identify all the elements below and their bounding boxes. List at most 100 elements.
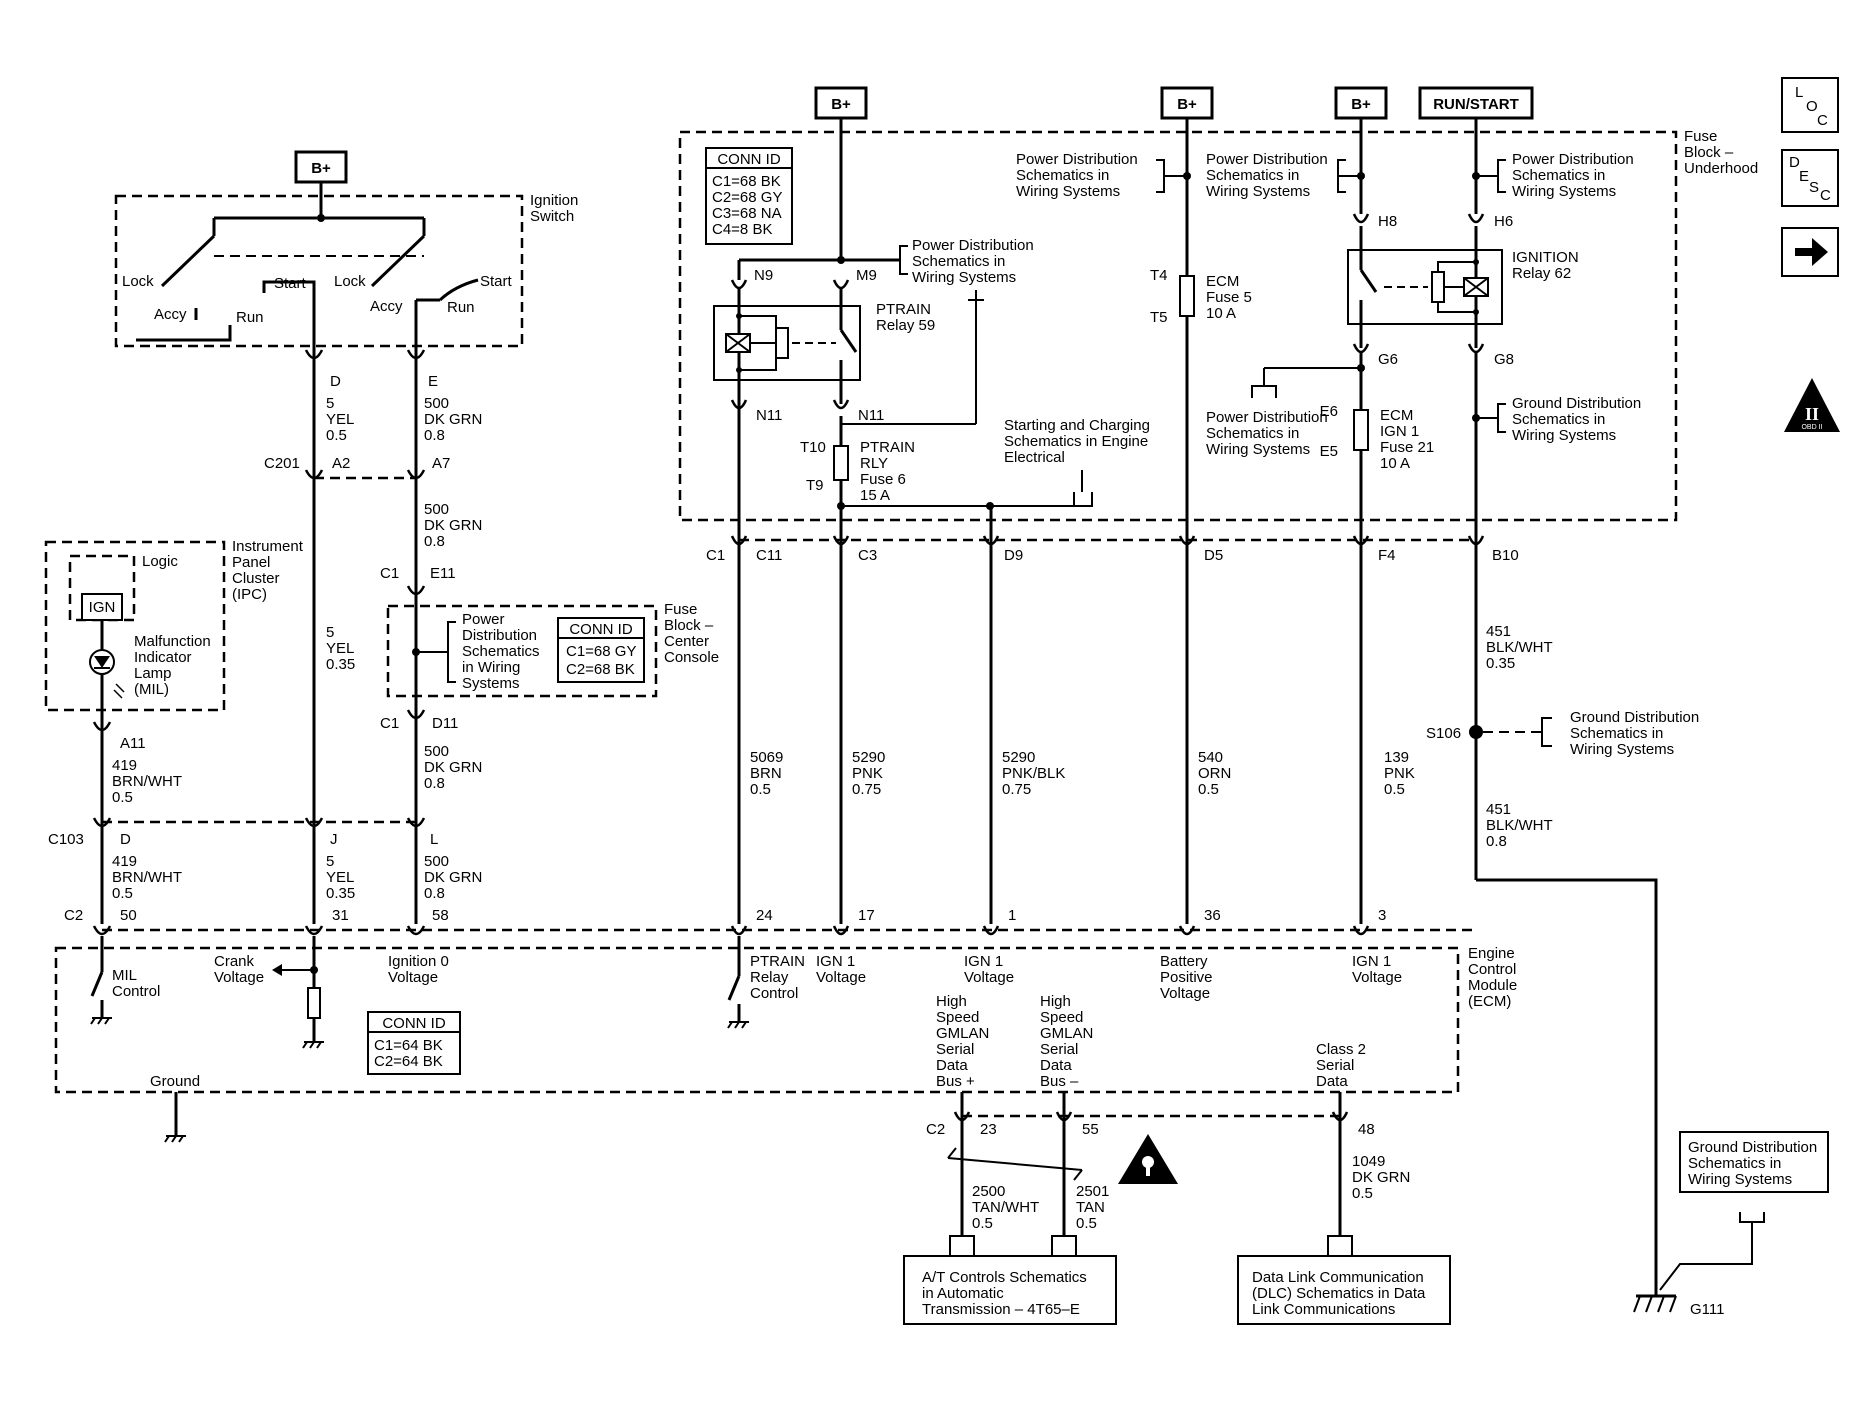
svg-text:Power Distribution: Power Distribution <box>1206 151 1328 168</box>
svg-text:Wiring Systems: Wiring Systems <box>1206 183 1310 200</box>
wire-label-451-a: 451 BLK/WHT 0.35 <box>1486 623 1553 672</box>
loc-o: O <box>1806 98 1818 115</box>
svg-text:C1: C1 <box>706 547 725 564</box>
svg-text:in Automatic: in Automatic <box>922 1285 1004 1302</box>
svg-text:DK GRN: DK GRN <box>424 517 482 534</box>
twisted-pair-marker <box>947 1157 1083 1171</box>
dlc-ref-box[interactable]: Data Link Communication (DLC) Schematics… <box>1237 1255 1451 1325</box>
wire-label-419-b: 419 BRN/WHT 0.5 <box>112 853 182 902</box>
svg-text:H6: H6 <box>1494 213 1513 230</box>
svg-text:Transmission – 4T65–E: Transmission – 4T65–E <box>922 1301 1080 1318</box>
svg-text:Fuse 6: Fuse 6 <box>860 471 906 488</box>
bplus-switch-box: B+ <box>294 150 348 184</box>
svg-text:5: 5 <box>326 395 334 412</box>
warning-icon <box>1118 1134 1178 1184</box>
svg-text:in Wiring: in Wiring <box>462 659 520 676</box>
switch-lock-1: Lock <box>122 273 154 290</box>
conn-d103: D <box>120 831 131 848</box>
wire-label-1049: 1049 DK GRN 0.5 <box>1352 1153 1410 1202</box>
next-arrow-button[interactable] <box>1781 227 1839 277</box>
description-button[interactable]: D E S C <box>1781 149 1839 207</box>
svg-text:Power Distribution: Power Distribution <box>1016 151 1138 168</box>
svg-text:Voltage: Voltage <box>214 969 264 986</box>
svg-text:2500: 2500 <box>972 1183 1005 1200</box>
svg-text:Ignition 0: Ignition 0 <box>388 953 449 970</box>
svg-text:Bus –: Bus – <box>1040 1073 1079 1090</box>
conn-e: E <box>428 373 438 390</box>
svg-text:Ground Distribution: Ground Distribution <box>1512 395 1641 412</box>
svg-text:Wiring Systems: Wiring Systems <box>1016 183 1120 200</box>
svg-text:GMLAN: GMLAN <box>1040 1025 1093 1042</box>
svg-text:F4: F4 <box>1378 547 1396 564</box>
svg-text:451: 451 <box>1486 801 1511 818</box>
svg-text:Relay 59: Relay 59 <box>876 317 935 334</box>
svg-text:Wiring Systems: Wiring Systems <box>1206 441 1310 458</box>
svg-text:0.35: 0.35 <box>326 656 355 673</box>
svg-text:(MIL): (MIL) <box>134 681 169 698</box>
svg-text:(ECM): (ECM) <box>1468 993 1511 1010</box>
svg-text:Electrical: Electrical <box>1004 449 1065 466</box>
svg-text:Power: Power <box>462 611 505 628</box>
conn-j: J <box>330 831 338 848</box>
svg-text:17: 17 <box>858 907 875 924</box>
svg-text:YEL: YEL <box>326 411 354 428</box>
svg-text:T4: T4 <box>1150 267 1168 284</box>
svg-text:G6: G6 <box>1378 351 1398 368</box>
svg-text:Control: Control <box>112 983 160 1000</box>
wire-label-5069: 5069 BRN 0.5 <box>750 749 783 798</box>
svg-text:Serial: Serial <box>1316 1057 1354 1074</box>
desc-s: S <box>1809 179 1819 196</box>
location-button[interactable]: L O C <box>1781 77 1839 133</box>
svg-text:0.5: 0.5 <box>1198 781 1219 798</box>
svg-text:Wiring Systems: Wiring Systems <box>1512 427 1616 444</box>
svg-text:0.35: 0.35 <box>1486 655 1515 672</box>
svg-text:419: 419 <box>112 853 137 870</box>
svg-text:YEL: YEL <box>326 640 354 657</box>
svg-text:Data: Data <box>1316 1073 1348 1090</box>
loc-c: C <box>1817 112 1828 129</box>
conn-a11: A11 <box>120 735 146 752</box>
svg-text:DK GRN: DK GRN <box>1352 1169 1410 1186</box>
at-controls-ref-box[interactable]: A/T Controls Schematics in Automatic Tra… <box>903 1255 1117 1325</box>
svg-text:Module: Module <box>1468 977 1517 994</box>
conn-e11: E11 <box>430 565 456 582</box>
conn-d11: D11 <box>432 715 458 732</box>
switch-start-2: Start <box>480 273 513 290</box>
svg-text:Schematics in: Schematics in <box>1512 167 1605 184</box>
svg-text:48: 48 <box>1358 1121 1375 1138</box>
svg-text:CONN ID: CONN ID <box>569 621 633 638</box>
obd-ii-icon: II OBD II <box>1784 378 1840 432</box>
fuse-block-connectors: C1 C11 C3 D9 D5 F4 B10 <box>706 535 1519 564</box>
svg-text:GMLAN: GMLAN <box>936 1025 989 1042</box>
svg-text:Systems: Systems <box>462 675 520 692</box>
wire-label-500-c: 500 DK GRN 0.8 <box>424 743 482 792</box>
svg-text:Relay: Relay <box>750 969 789 986</box>
svg-text:DK GRN: DK GRN <box>424 869 482 886</box>
obd-numeral: II <box>1805 404 1819 424</box>
svg-text:TAN: TAN <box>1076 1199 1105 1216</box>
svg-text:0.5: 0.5 <box>1384 781 1405 798</box>
svg-text:C3: C3 <box>858 547 877 564</box>
svg-text:C11: C11 <box>756 547 782 564</box>
svg-text:PTRAIN: PTRAIN <box>860 439 915 456</box>
svg-text:15 A: 15 A <box>860 487 890 504</box>
svg-text:B10: B10 <box>1492 547 1519 564</box>
svg-text:M9: M9 <box>856 267 877 284</box>
bplus-label: B+ <box>1351 96 1371 113</box>
svg-text:G111: G111 <box>1690 1301 1724 1318</box>
obd-label: OBD II <box>1801 424 1822 431</box>
svg-text:Lamp: Lamp <box>134 665 172 682</box>
svg-text:5: 5 <box>326 624 334 641</box>
svg-text:Schematics in: Schematics in <box>1016 167 1109 184</box>
svg-text:Control: Control <box>1468 961 1516 978</box>
svg-text:0.35: 0.35 <box>326 885 355 902</box>
wire-label-451-b: 451 BLK/WHT 0.8 <box>1486 801 1553 850</box>
svg-text:E6: E6 <box>1320 403 1338 420</box>
bplus-label: B+ <box>831 96 851 113</box>
svg-text:TAN/WHT: TAN/WHT <box>972 1199 1039 1216</box>
svg-text:Voltage: Voltage <box>816 969 866 986</box>
svg-text:C2: C2 <box>64 907 83 924</box>
wire-label-2501: 2501 TAN 0.5 <box>1076 1183 1109 1232</box>
svg-text:Relay 62: Relay 62 <box>1512 265 1571 282</box>
svg-text:Control: Control <box>750 985 798 1002</box>
